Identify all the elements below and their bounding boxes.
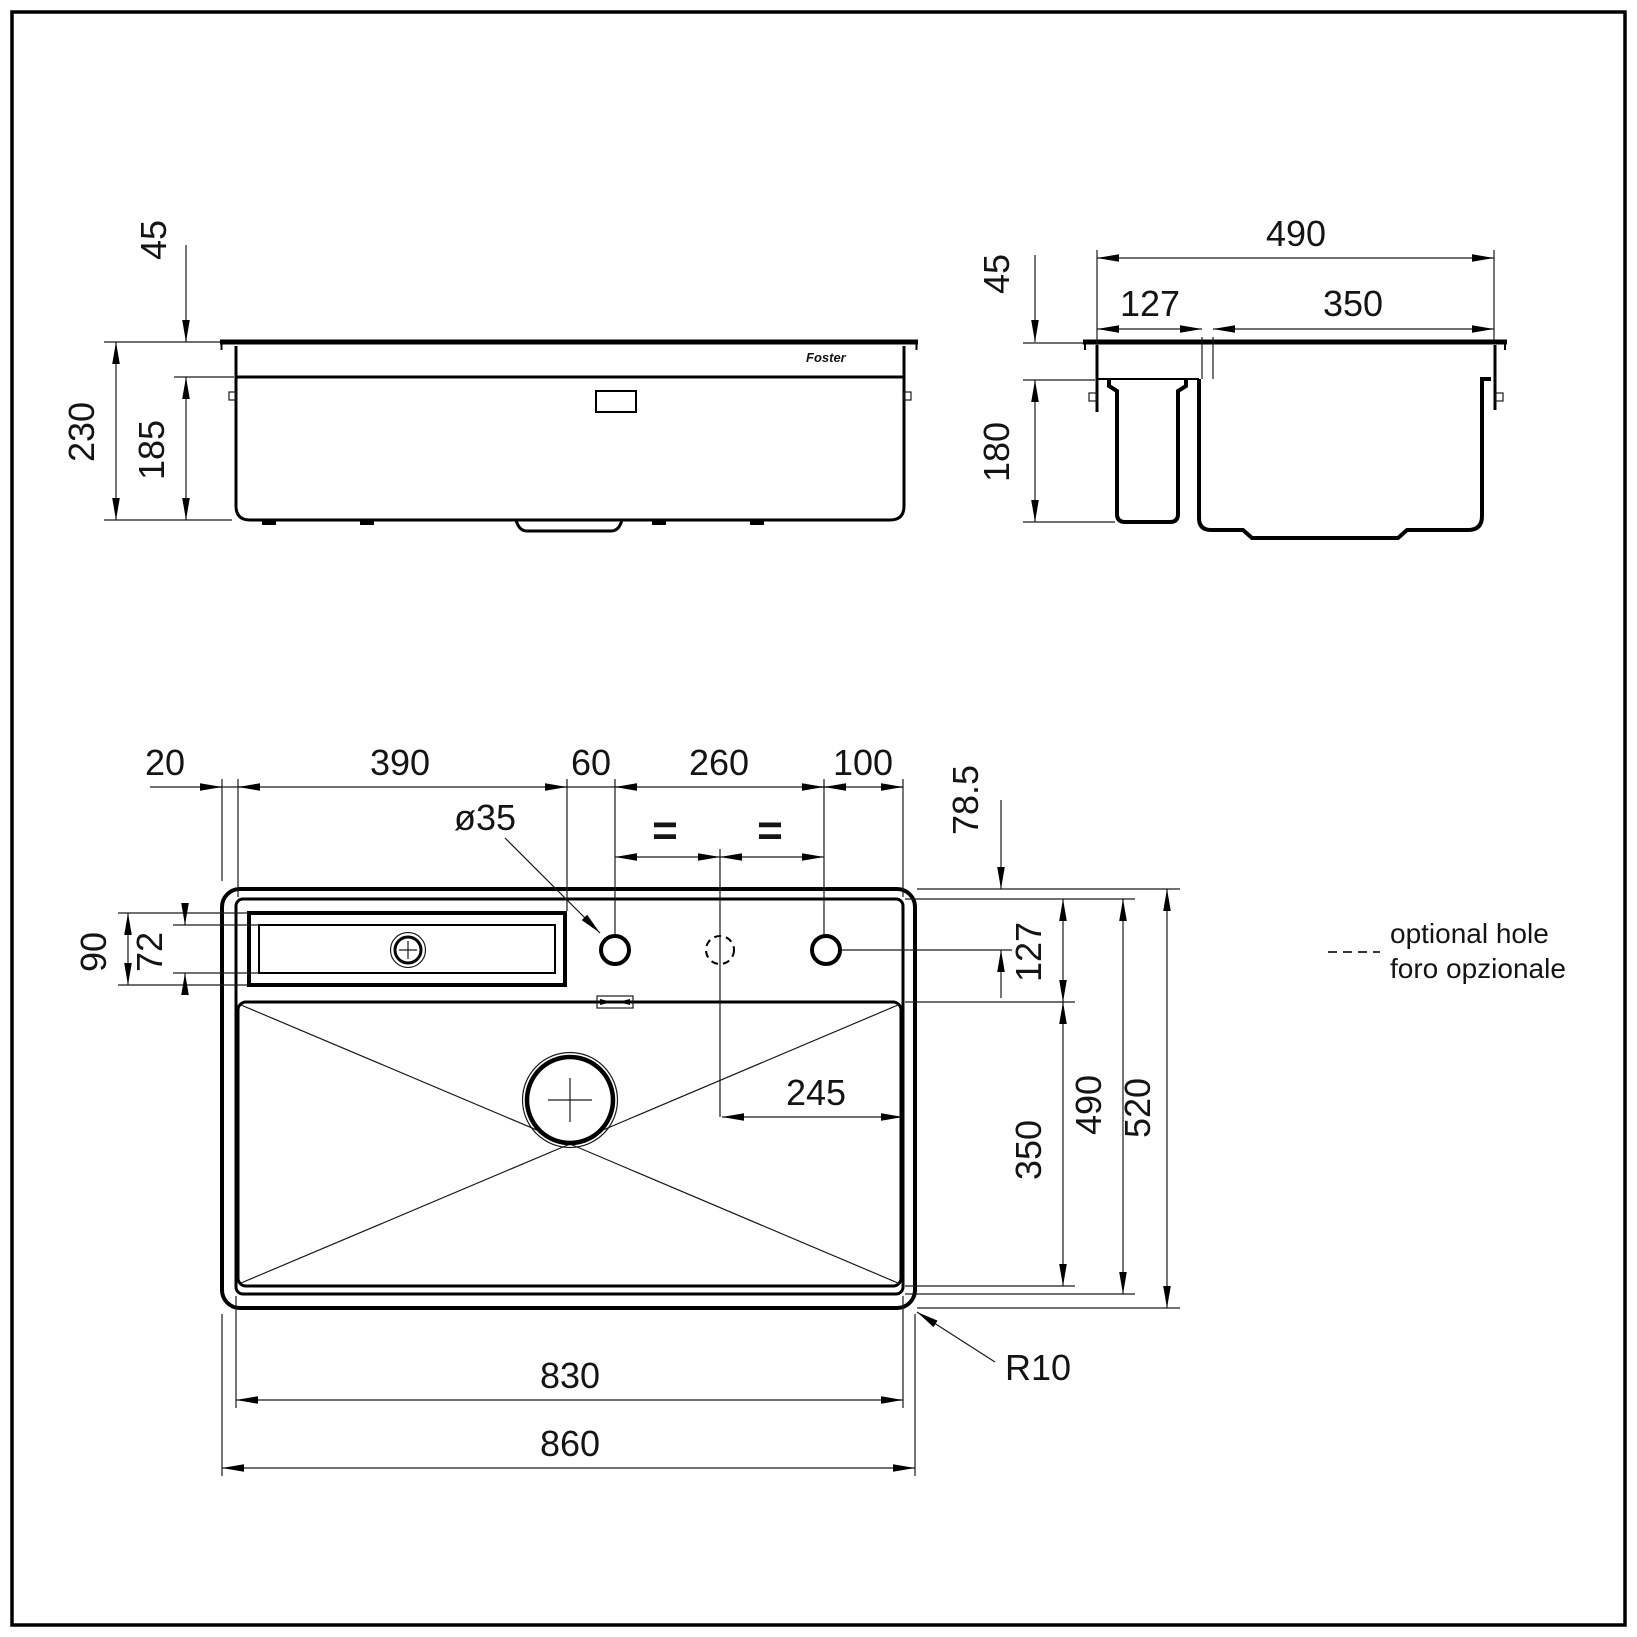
plan-dim-78-5-label: 78.5 [945, 765, 986, 835]
plan-overflow-slot [596, 995, 634, 1009]
plan-dim-860-label: 860 [540, 1423, 600, 1464]
chain-dim-60: 60 [571, 742, 611, 783]
plan-dim-72-label: 72 [129, 932, 170, 972]
plan-dim-830-label: 830 [540, 1355, 600, 1396]
plan-right-dimensions: 127 350 490 520 [1008, 889, 1171, 1308]
ledge-hole-outer [389, 931, 427, 969]
plan-tap-ledge-outer [247, 911, 567, 987]
plan-dim-245: 245 [722, 1072, 903, 1121]
plan-view: 20 390 60 260 100 = = ø35 78.5 [73, 742, 1180, 1476]
side-extension-lines [1023, 250, 1495, 523]
plan-chain-dimension: 20 390 60 260 100 [145, 742, 903, 791]
faucet-hole-1 [599, 934, 631, 966]
side-bowl-outline [1197, 377, 1491, 540]
plan-dim-90-label: 90 [73, 932, 114, 972]
front-view: Foster 45 230 185 [61, 220, 918, 533]
plan-dim-520-label: 520 [1117, 1078, 1158, 1138]
front-dim-185-label: 185 [131, 420, 172, 480]
plan-bowl [236, 1000, 903, 1288]
plan-dim-78-5: 78.5 [945, 765, 1005, 998]
side-dim-490-label: 490 [1266, 213, 1326, 254]
corner-radius-label: R10 [1005, 1347, 1071, 1388]
page-border [10, 10, 1627, 1627]
hole-diameter-callout: ø35 [454, 797, 601, 934]
brand-logo: Foster [806, 350, 847, 365]
plan-overflow-arrows [600, 999, 630, 1005]
plan-extension-lines [118, 779, 1180, 1476]
front-overflow-window [595, 390, 637, 413]
legend-note-it: foro opzionale [1390, 953, 1566, 984]
plan-dim-90-72: 90 72 [73, 903, 189, 995]
drain-outer-circle [521, 1051, 619, 1149]
side-dim-45-label: 45 [976, 254, 1017, 294]
chain-dim-390: 390 [370, 742, 430, 783]
drain-crosshair [548, 1078, 592, 1122]
legend: optional hole foro opzionale [1328, 918, 1566, 984]
side-tap-channel [1107, 379, 1188, 524]
ledge-hole-crosshair [399, 941, 417, 959]
side-clip-left [1088, 392, 1097, 402]
front-dim-230-label: 230 [61, 402, 102, 462]
hole-diameter-label: ø35 [454, 797, 516, 838]
legend-note-en: optional hole [1390, 918, 1549, 949]
equal-mark-right: = [757, 806, 783, 855]
front-clip-right [903, 391, 912, 401]
side-view: 490 127 350 45 180 [976, 213, 1507, 540]
front-body-outline [234, 346, 906, 522]
equal-mark-left: = [652, 806, 678, 855]
plan-inner-rim [234, 897, 905, 1296]
chain-dim-100: 100 [833, 742, 893, 783]
front-clip-left [228, 391, 237, 401]
side-dim-350-label: 350 [1323, 283, 1383, 324]
plan-dim-245-label: 245 [786, 1072, 846, 1113]
plan-dim-490-label: 490 [1068, 1075, 1109, 1135]
plan-tap-ledge-inner [258, 924, 556, 974]
side-dim-127-label: 127 [1120, 283, 1180, 324]
side-dim-180-label: 180 [976, 422, 1017, 482]
front-dim-45-label: 45 [133, 220, 174, 260]
plan-dim-350-label: 350 [1008, 1120, 1049, 1180]
side-clip-right [1495, 392, 1504, 402]
corner-radius-callout: R10 [916, 1311, 1071, 1388]
plan-outer-rim [220, 887, 917, 1310]
plan-bottom-dimensions: 830 860 [222, 1355, 915, 1472]
front-drain-bump [514, 519, 624, 533]
plan-dim-127-label: 127 [1008, 922, 1049, 982]
plan-equal-dimension: = = [615, 806, 824, 861]
plan-bowl-diagonals [240, 1004, 899, 1284]
faucet-hole-2 [810, 934, 842, 966]
chain-dim-20: 20 [145, 742, 185, 783]
chain-dim-260: 260 [689, 742, 749, 783]
ledge-hole [393, 935, 423, 965]
